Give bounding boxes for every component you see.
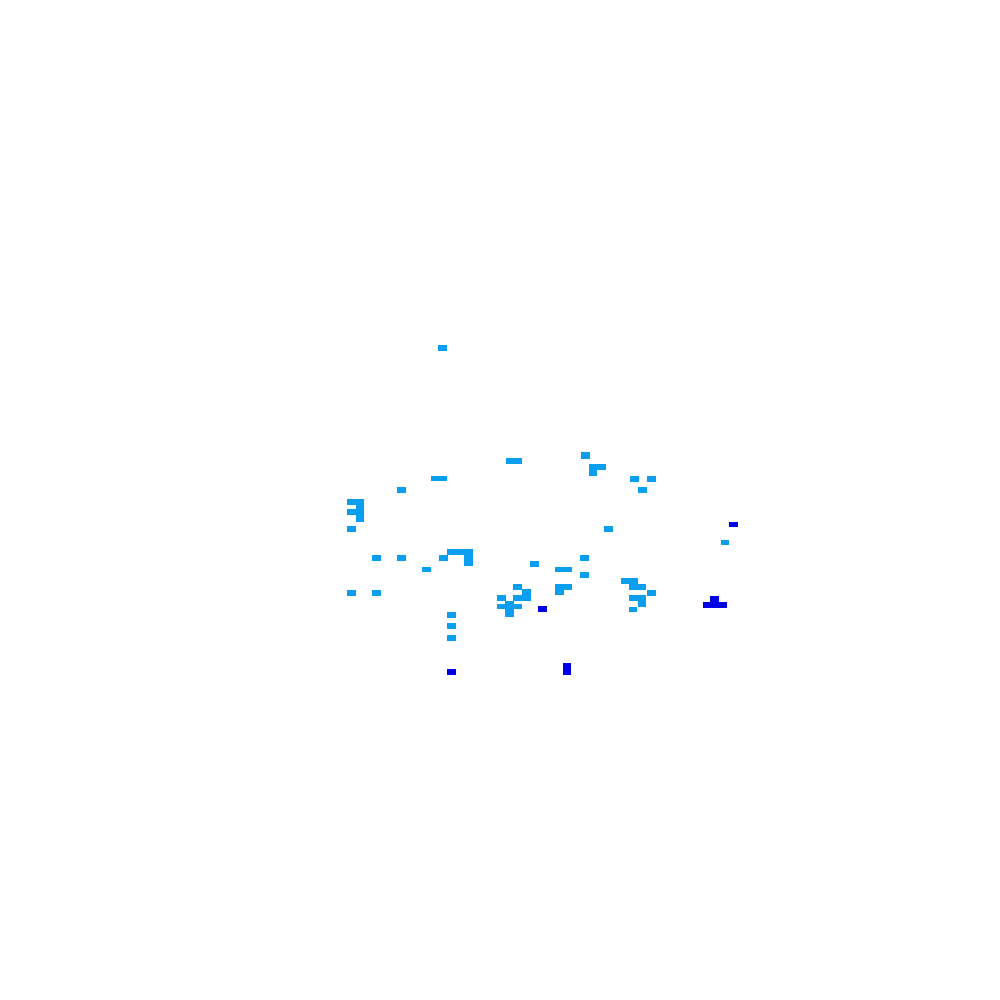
light-pixel-block: [447, 612, 456, 618]
light-pixel-block: [447, 635, 456, 641]
light-pixel-block: [522, 589, 531, 595]
light-pixel-block: [464, 549, 473, 566]
dark-pixel-block: [710, 596, 719, 602]
light-pixel-block: [581, 452, 590, 459]
light-pixel-block: [638, 601, 646, 607]
light-pixel-block: [629, 607, 637, 612]
light-pixel-block: [438, 345, 447, 351]
light-pixel-block: [447, 623, 456, 629]
light-pixel-block: [638, 487, 647, 493]
light-pixel-block: [447, 549, 473, 555]
light-pixel-block: [497, 604, 522, 609]
light-pixel-block: [621, 578, 630, 584]
light-pixel-block: [422, 567, 431, 572]
light-pixel-block: [506, 458, 522, 464]
light-pixel-block: [439, 555, 448, 561]
light-pixel-block: [431, 476, 447, 481]
light-pixel-block: [629, 584, 646, 590]
light-pixel-block: [580, 572, 589, 578]
light-pixel-block: [505, 609, 514, 617]
light-pixel-block: [647, 476, 656, 482]
light-pixel-block: [347, 509, 364, 515]
light-pixel-block: [497, 595, 506, 601]
dark-pixel-block: [447, 669, 456, 675]
light-pixel-block: [356, 505, 364, 522]
light-pixel-block: [397, 487, 406, 493]
pixel-layer: [347, 345, 738, 675]
light-pixel-block: [589, 469, 597, 476]
light-pixel-block: [555, 567, 572, 572]
light-pixel-block: [555, 584, 572, 590]
light-pixel-block: [347, 590, 356, 596]
dark-pixel-block: [563, 663, 571, 675]
light-pixel-block: [372, 555, 381, 561]
light-pixel-block: [721, 540, 729, 545]
dark-pixel-block: [729, 522, 738, 527]
light-pixel-block: [372, 590, 381, 596]
dark-pixel-block: [538, 606, 547, 612]
light-pixel-block: [555, 590, 564, 595]
light-pixel-block: [629, 595, 646, 601]
dark-pixel-block: [703, 602, 727, 608]
light-pixel-block: [347, 499, 364, 505]
light-pixel-block: [629, 578, 638, 584]
light-pixel-block: [589, 464, 606, 470]
light-pixel-block: [630, 476, 639, 482]
light-pixel-block: [513, 584, 522, 590]
light-pixel-block: [580, 555, 589, 561]
light-pixel-block: [347, 526, 356, 532]
light-pixel-block: [530, 561, 539, 567]
light-pixel-block: [397, 555, 406, 561]
light-pixel-block: [604, 526, 613, 532]
light-pixel-block: [647, 590, 656, 596]
light-pixel-block: [513, 595, 531, 601]
